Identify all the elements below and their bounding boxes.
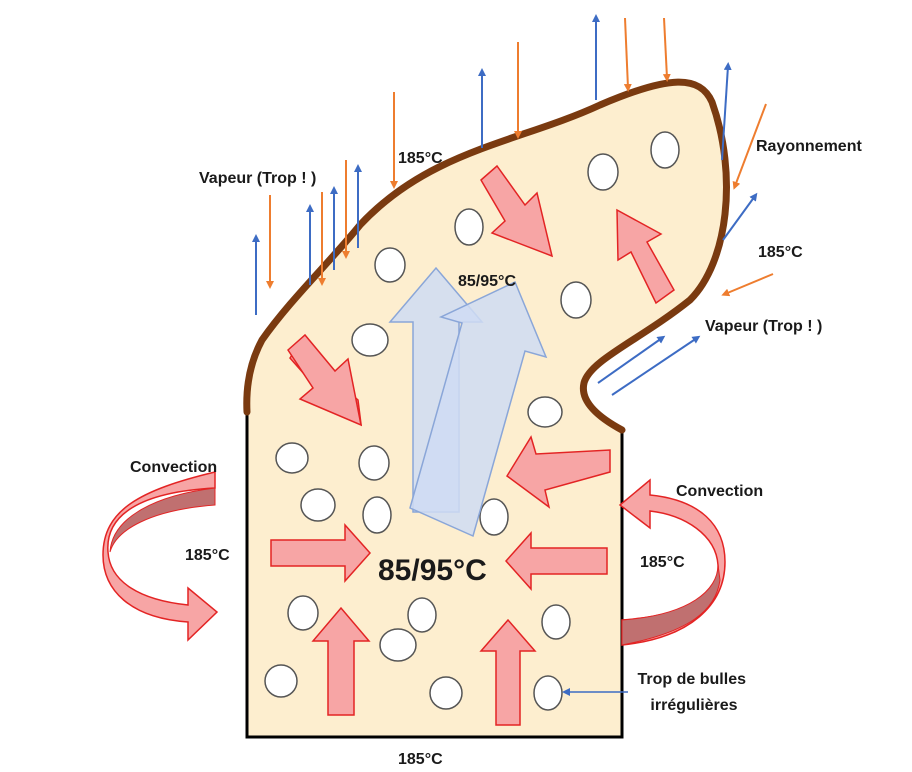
vapour-arrows xyxy=(252,14,758,396)
heat-arrows xyxy=(270,164,675,726)
radiation-arrow xyxy=(721,273,774,297)
heat-arrow-icon xyxy=(287,333,363,427)
steam-arrows xyxy=(388,266,548,538)
radiation-arrow xyxy=(732,103,767,190)
radiation-arrows xyxy=(266,17,774,297)
heat-arrow-icon xyxy=(504,531,608,591)
air-bubbles xyxy=(264,131,680,711)
air-bubble xyxy=(454,208,484,246)
vapour-arrow xyxy=(597,335,666,384)
label-rayonnement: Rayonnement xyxy=(756,138,862,155)
heat-arrow-icon xyxy=(311,606,371,716)
air-bubble xyxy=(379,628,417,662)
air-bubble xyxy=(429,676,463,710)
vapour-arrow xyxy=(722,192,758,241)
air-bubble xyxy=(264,664,298,698)
heat-arrow-icon xyxy=(479,618,537,726)
convection-left-band xyxy=(109,487,216,553)
label-convection-right: Convection xyxy=(676,483,763,500)
radiation-arrow xyxy=(662,17,671,82)
label-vapeur-left: Vapeur (Trop ! ) xyxy=(199,170,316,187)
convection-left-icon xyxy=(102,471,219,642)
air-bubble xyxy=(275,442,309,474)
convection-left-arrow xyxy=(102,471,219,642)
air-bubble xyxy=(587,153,619,191)
convection-right-band xyxy=(621,564,721,646)
label-temp-right-top: 185°C xyxy=(758,244,803,261)
heat-arrow-icon xyxy=(505,435,611,509)
label-temp-top: 185°C xyxy=(398,150,443,167)
crust-outline xyxy=(243,78,730,434)
vapour-arrow xyxy=(721,62,732,161)
heat-arrow-icon xyxy=(480,164,554,258)
air-bubble xyxy=(287,595,319,631)
label-bubbles-text: Trop de bulles xyxy=(638,671,747,688)
air-bubble xyxy=(560,281,592,319)
vapour-arrow xyxy=(611,335,701,396)
label-bubbles-text-line2: irrégulières xyxy=(650,697,737,714)
label-temp-right: 185°C xyxy=(640,554,685,571)
label-vapeur-right: Vapeur (Trop ! ) xyxy=(705,318,822,335)
air-bubble xyxy=(650,131,680,169)
heat-arrow-icon xyxy=(616,208,675,305)
air-bubble xyxy=(358,445,390,481)
label-convection-left: Convection xyxy=(130,459,217,476)
air-bubble xyxy=(527,396,563,428)
air-bubble xyxy=(407,597,437,633)
radiation-arrow xyxy=(623,17,632,92)
label-temp-bottom: 185°C xyxy=(398,751,443,768)
label-core-center: 85/95°C xyxy=(378,554,487,587)
heat-arrow-icon xyxy=(270,523,372,583)
air-bubble xyxy=(351,323,389,357)
steam-arrow-icon xyxy=(409,280,548,538)
label-core-top: 85/95°C xyxy=(458,273,516,290)
tin-outline xyxy=(245,415,624,739)
air-bubble xyxy=(533,675,563,711)
air-bubble xyxy=(300,488,336,522)
label-bubbles: Trop de bulles irrégulières xyxy=(638,671,751,714)
convection-right-arrow xyxy=(618,478,726,646)
air-bubble xyxy=(362,496,392,534)
air-bubble xyxy=(541,604,571,640)
label-temp-left: 185°C xyxy=(185,547,230,564)
air-bubble xyxy=(374,247,406,283)
air-bubble xyxy=(479,498,509,536)
